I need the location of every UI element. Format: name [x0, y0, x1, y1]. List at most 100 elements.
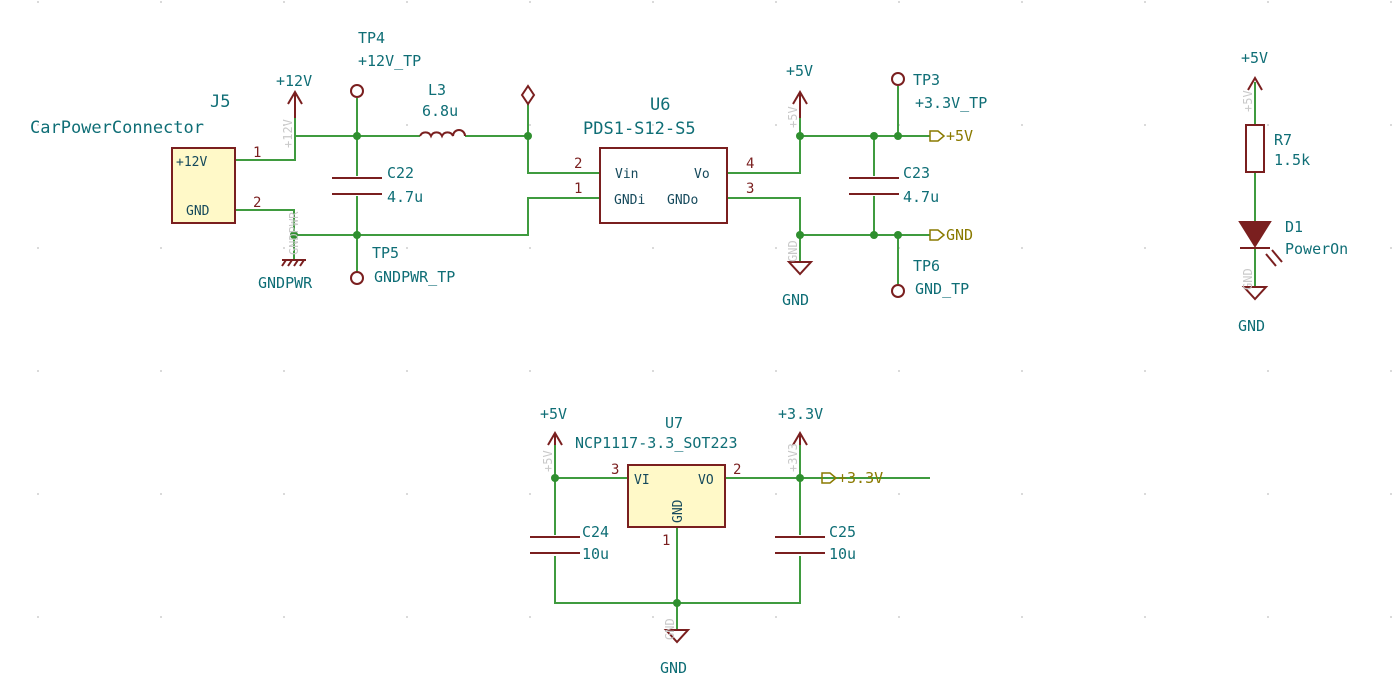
r7-reference: R7	[1274, 131, 1292, 149]
u7-pin-number-2: 2	[733, 462, 741, 478]
regulator-u7[interactable]: U7 NCP1117-3.3_SOT223 VI VO GND 3 2 1	[575, 414, 741, 549]
power-label-5v: +5V	[1241, 49, 1268, 67]
u6-pin-vin: Vin	[615, 167, 638, 182]
u6-body[interactable]	[599, 147, 728, 224]
grid-dot	[898, 370, 900, 372]
test-point-tp6[interactable]: TP6 GND_TP	[891, 257, 969, 298]
test-point-tp5[interactable]: TP5 GNDPWR_TP	[350, 244, 455, 286]
grid-dot	[406, 247, 408, 249]
resistor-r7[interactable]: R7 1.5k	[1245, 124, 1310, 173]
grid-dot	[898, 493, 900, 495]
resistor-body-icon	[1245, 124, 1265, 173]
power-label-gndpwr: GNDPWR	[258, 274, 313, 292]
power-symbol-5v-led[interactable]: +5V +5V	[1241, 49, 1268, 112]
tp6-value: GND_TP	[915, 280, 969, 298]
grid-dot	[37, 247, 39, 249]
grid-dots	[37, 1, 1392, 618]
global-label-3v3[interactable]: +3.3V	[821, 469, 883, 487]
junction-dot	[796, 474, 804, 482]
grid-dot	[1267, 1, 1269, 3]
junction-dot	[796, 231, 804, 239]
grid-dot	[1267, 493, 1269, 495]
j5-reference: J5	[210, 92, 230, 112]
grid-dot	[406, 370, 408, 372]
power-symbol-gnd-led[interactable]: GND GND	[1238, 268, 1269, 335]
u7-pin-vo: VO	[698, 473, 714, 488]
grid-dot	[529, 124, 531, 126]
junction-dot	[870, 231, 878, 239]
grid-dot	[1021, 124, 1023, 126]
u7-body[interactable]	[627, 464, 726, 528]
c24-reference: C24	[582, 523, 609, 541]
wire	[235, 135, 420, 161]
global-label-arrow-icon	[821, 472, 838, 484]
j5-pin-name-gnd: GND	[186, 204, 210, 219]
d1-value: PowerOn	[1285, 240, 1348, 258]
capacitor-c22[interactable]: C22 4.7u	[332, 164, 423, 206]
power-symbol-5v-u7[interactable]: +5V +5V	[540, 405, 567, 472]
global-label-gnd[interactable]: GND	[929, 226, 973, 244]
power-symbol-gnd-u7[interactable]: GND GND	[660, 618, 691, 677]
grid-dot	[283, 124, 285, 126]
ghost-label-gnd: GND	[1241, 268, 1255, 290]
j5-pin-number-2: 2	[253, 195, 261, 211]
grid-dot	[1390, 247, 1392, 249]
connector-j5[interactable]: J5 CarPowerConnector +12V GND 1 2	[30, 92, 261, 224]
c22-value: 4.7u	[387, 188, 423, 206]
l3-value: 6.8u	[422, 102, 458, 120]
grid-dot	[1021, 616, 1023, 618]
gnd-triangle-icon	[1241, 286, 1269, 301]
grid-dot	[37, 370, 39, 372]
power-label-gnd: GND	[782, 291, 809, 309]
gnd-triangle-icon	[786, 261, 814, 276]
junction-dot	[353, 132, 361, 140]
j5-value: CarPowerConnector	[30, 118, 204, 138]
connector-j5-body[interactable]	[171, 147, 236, 224]
ghost-label-12v: +12V	[281, 119, 295, 148]
pwr-flag[interactable]	[520, 84, 536, 106]
j5-pin-name-12v: +12V	[176, 155, 207, 170]
test-point-tp4[interactable]: TP4 +12V_TP	[350, 29, 421, 98]
grid-dot	[1144, 247, 1146, 249]
junction-dot	[870, 132, 878, 140]
led-triangle-icon	[1238, 221, 1272, 248]
power-symbol-gnd-u6[interactable]: GND GND	[782, 240, 814, 309]
grid-dot	[1267, 124, 1269, 126]
u6-value: PDS1-S12-S5	[583, 119, 696, 139]
led-d1[interactable]: D1 PowerOn	[1238, 218, 1348, 267]
capacitor-c24[interactable]: C24 10u	[530, 523, 609, 563]
wire	[235, 197, 600, 236]
tp3-reference: TP3	[913, 71, 940, 89]
test-point-icon	[891, 284, 905, 298]
capacitor-c23[interactable]: C23 4.7u	[849, 164, 939, 206]
grid-dot	[898, 1, 900, 3]
gndpwr-hatch	[281, 259, 287, 267]
grid-dot	[1144, 616, 1146, 618]
global-label-5v[interactable]: +5V	[929, 127, 973, 145]
junction-dot	[894, 231, 902, 239]
test-point-tp3[interactable]: TP3 +3.3V_TP	[891, 71, 987, 112]
grid-dot	[529, 616, 531, 618]
capacitor-c25[interactable]: C25 10u	[775, 523, 856, 563]
grid-dot	[529, 247, 531, 249]
inductor-l3[interactable]: L3 6.8u	[419, 81, 466, 139]
power-symbol-12v[interactable]: +12V +12V	[276, 72, 312, 148]
grid-dot	[160, 124, 162, 126]
u6-pin-number-3: 3	[746, 181, 754, 197]
dc-dc-converter-u6[interactable]: U6 PDS1-S12-S5 Vin GNDi Vo GNDo 2 1 4 3	[574, 95, 754, 224]
ghost-label-3v3: +3V3	[786, 443, 800, 472]
power-symbol-3v3[interactable]: +3.3V +3V3	[778, 405, 823, 472]
grid-dot	[652, 1, 654, 3]
grid-dot	[160, 370, 162, 372]
power-symbol-5v-u6[interactable]: +5V +5V	[786, 62, 813, 128]
junction-dot	[673, 599, 681, 607]
c24-value: 10u	[582, 545, 609, 563]
grid-dot	[283, 370, 285, 372]
power-symbol-gndpwr[interactable]: GNDPWR GNDPWR	[258, 211, 313, 292]
grid-dot	[406, 1, 408, 3]
j5-pin-number-1: 1	[253, 145, 261, 161]
grid-dot	[898, 616, 900, 618]
wires	[235, 82, 1256, 630]
